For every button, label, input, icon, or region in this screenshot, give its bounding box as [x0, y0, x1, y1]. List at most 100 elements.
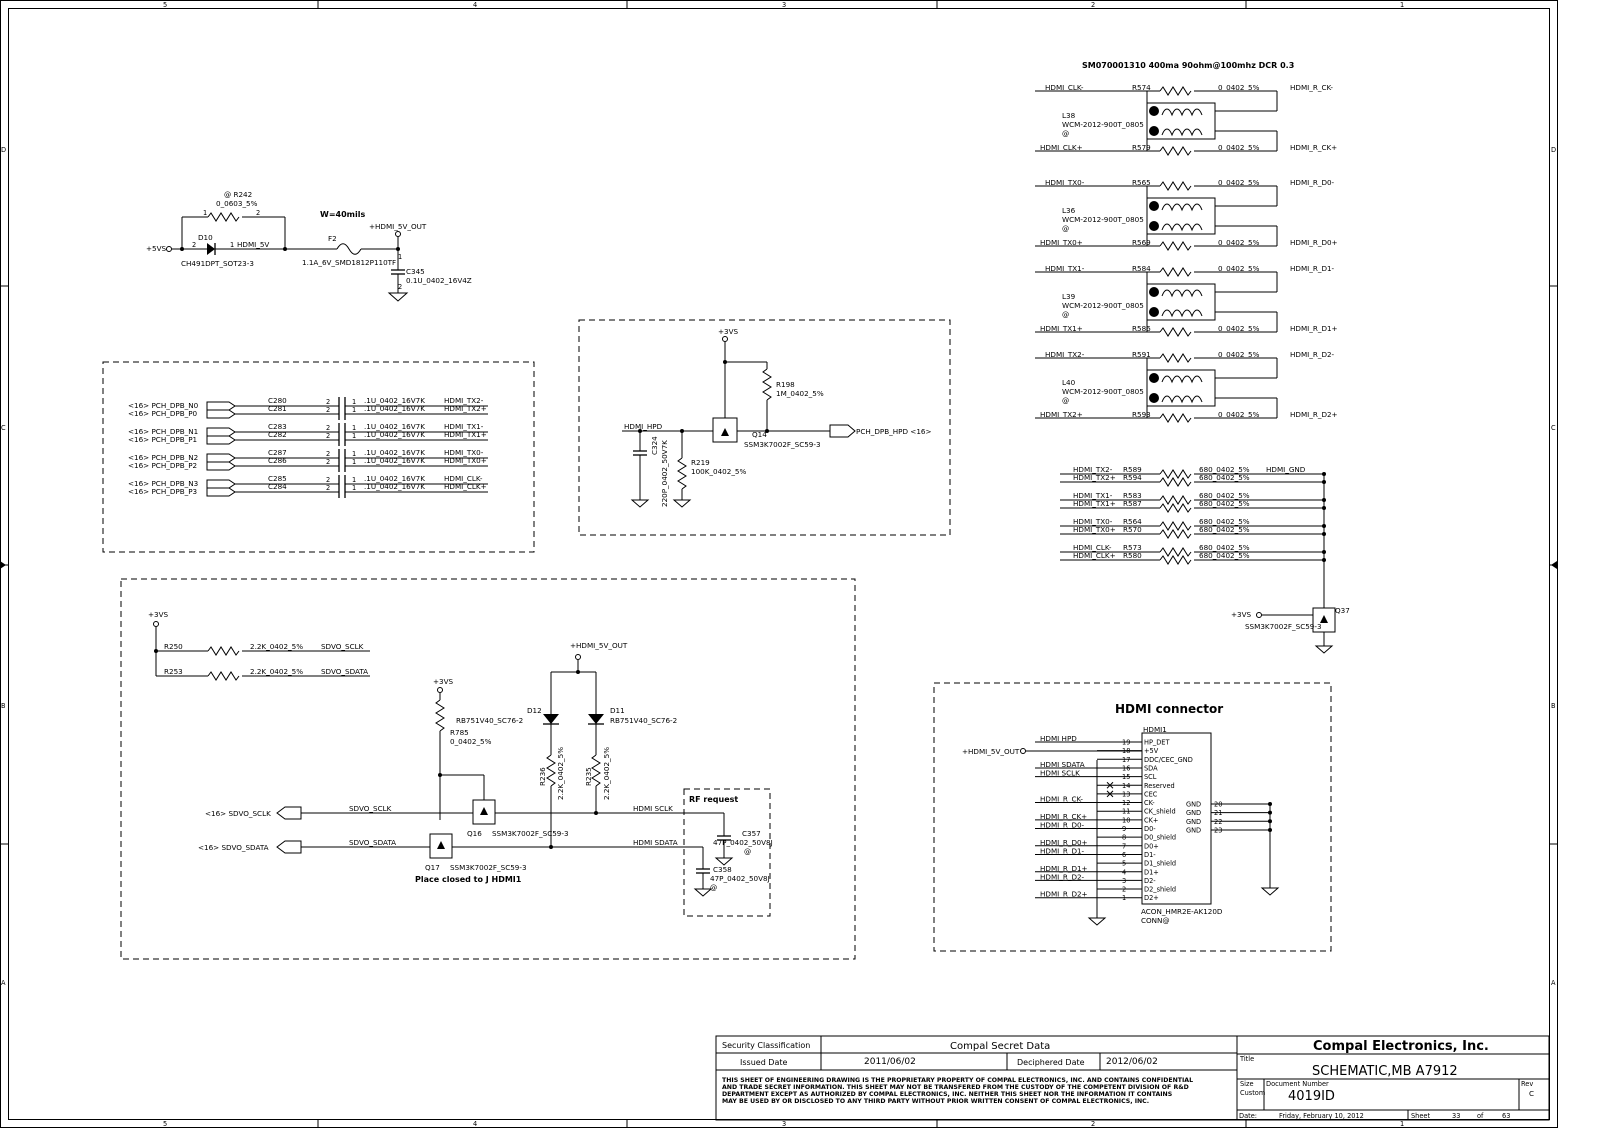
dpb-output-label: HDMI_TX1+	[444, 430, 487, 439]
ref-label: R219	[691, 458, 710, 467]
net-label: HDMI_R_D2+	[1290, 410, 1338, 419]
resistor-series	[1159, 86, 1192, 96]
svg-text:2: 2	[192, 241, 196, 249]
capacitor-value: .1U_0402_16V7K	[364, 430, 425, 439]
title-label: Title	[1239, 1055, 1254, 1063]
connector-pin-name: D2+	[1144, 894, 1159, 902]
net-label: HDMI_TX1-	[1073, 491, 1113, 500]
disclaimer-line: MAY BE USED BY OR DISCLOSED TO ANY THIRD…	[722, 1098, 1149, 1105]
connector-pin-name: SCL	[1144, 773, 1157, 781]
port-arrow	[206, 461, 236, 471]
ref-label: R198	[776, 380, 795, 389]
net-label: HDMI_TX2+	[1073, 473, 1116, 482]
resistor-series	[1159, 181, 1192, 191]
svg-text:2: 2	[326, 432, 330, 440]
part-label: SSM3K7002F_SC59-3	[1245, 622, 1322, 631]
port-arrow	[206, 479, 236, 489]
connector-pin-name: CK_shield	[1144, 808, 1176, 816]
ref-label: R593	[1132, 410, 1151, 419]
svg-text:1: 1	[203, 209, 207, 217]
choke-group: HDMI_TX2-HDMI_TX2+R591R5930_0402_5%0_040…	[1035, 350, 1338, 423]
col-label: 1	[1400, 1120, 1404, 1128]
capacitor-value: .1U_0402_16V7K	[364, 396, 425, 405]
value-label: 2.2K_0402_5%	[556, 747, 565, 800]
ref-label: R235	[584, 767, 593, 786]
value-label: 0_0402_5%	[1218, 83, 1260, 92]
connector-pin-name: GND	[1186, 826, 1201, 834]
net-label: HDMI_R_D0+	[1040, 838, 1088, 847]
schematic-title: SCHEMATIC,MB A7912	[1312, 1064, 1458, 1079]
port-arrow	[829, 424, 856, 438]
choke-group: HDMI_CLK-HDMI_CLK+R574R5790_0402_5%0_040…	[1035, 83, 1337, 156]
net-label: HDMI_R_D0+	[1290, 238, 1338, 247]
resistor-series	[1159, 146, 1192, 156]
ref-label: R565	[1132, 178, 1151, 187]
net-label: HDMI_CLK+	[1040, 143, 1083, 152]
net-label: HDMI_R_D0-	[1040, 821, 1085, 830]
net-label: +HDMI_5V_OUT	[369, 222, 427, 231]
resistor-r242	[207, 212, 240, 222]
ground-symbol	[387, 292, 409, 302]
connector-pin-name: D0+	[1144, 842, 1159, 850]
resistor-r253	[207, 671, 240, 681]
ref-label: R564	[1123, 517, 1142, 526]
svg-text:1: 1	[352, 484, 356, 492]
note-label: @	[710, 883, 717, 892]
no-connect-mark	[1106, 781, 1114, 789]
connector-pin-name: SDA	[1144, 764, 1158, 772]
dpb-input-label: <16> PCH_DPB_N1	[128, 427, 198, 436]
net-label: HDMI SDATA	[1040, 760, 1085, 769]
resistor-pulldown	[1159, 555, 1192, 565]
net-label: HDMI_R_D1+	[1040, 864, 1088, 873]
net-label: HDMI SCLK	[633, 804, 673, 813]
svg-text:1: 1	[352, 398, 356, 406]
net-label: HDMI_TX1+	[1040, 324, 1083, 333]
value-label: 0_0402_5%	[1218, 238, 1260, 247]
connector-pin-name: GND	[1186, 801, 1201, 809]
ref-label: Q37	[1335, 606, 1350, 615]
svg-text:1: 1	[398, 253, 402, 261]
net-label: HDMI_CLK-	[1045, 83, 1084, 92]
ref-label: C358	[713, 865, 732, 874]
ref-label: L38	[1062, 111, 1076, 120]
dpb-input-label: <16> PCH_DPB_P2	[128, 461, 197, 470]
net-label: HDMI_TX0-	[1073, 517, 1113, 526]
connector-title: HDMI connector	[1115, 702, 1223, 716]
diode-d10	[207, 243, 215, 255]
connector-pin-name: D2_shield	[1144, 886, 1176, 894]
ref-label: F2	[328, 234, 337, 243]
net-label: HDMI_R_D0-	[1290, 178, 1335, 187]
net-label: +HDMI_5V_OUT	[570, 641, 628, 650]
ref-label: R594	[1123, 473, 1142, 482]
docnum-label: Document Number	[1266, 1080, 1329, 1088]
resistor-r198	[762, 368, 772, 401]
net-label: HDMI_R_CK-	[1040, 795, 1083, 804]
net-label: HDMI_TX2+	[1040, 410, 1083, 419]
value-label: 47P_0402_50V8J	[713, 838, 773, 847]
value-label: 680_0402_5%	[1199, 525, 1250, 534]
net-label: +3VS	[433, 677, 454, 686]
ref-label: C324	[650, 436, 659, 455]
net-label: <16> SDVO_SCLK	[205, 809, 271, 818]
dpb-input-label: <16> PCH_DPB_P0	[128, 409, 198, 418]
net-label: HDMI_R_D2-	[1290, 350, 1335, 359]
diode-d12	[543, 714, 559, 724]
net-label: +3VS	[718, 327, 739, 336]
value-label: 220P_0402_50V7K	[660, 440, 669, 507]
ref-label: R591	[1132, 350, 1151, 359]
common-mode-choke-block: SM070001310 400ma 90ohm@100mhz DCR 0.3 H…	[1035, 61, 1338, 423]
choke-coil	[1161, 203, 1203, 212]
size-value: Custom	[1240, 1089, 1265, 1097]
connector-pin-name: HP_DET	[1144, 739, 1170, 747]
row-label: B	[1, 702, 6, 710]
part-label: SSM3K7002F_SC59-3	[492, 829, 569, 838]
ref-label: Q14	[752, 430, 767, 439]
issued-value: 2011/06/02	[864, 1057, 916, 1067]
net-label: HDMI_R_D1-	[1290, 264, 1335, 273]
col-label: 5	[163, 1, 167, 9]
capacitor-ref: C286	[268, 456, 287, 465]
